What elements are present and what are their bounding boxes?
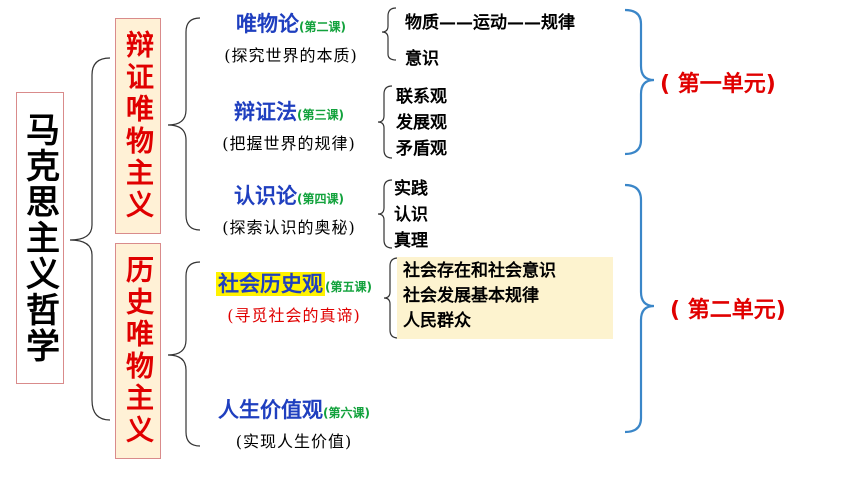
topic-materialism: 唯物论(第二课) (探究世界的本质) xyxy=(198,8,384,66)
unit2-brace xyxy=(624,183,655,434)
lesson-label: (第五课) xyxy=(325,280,372,294)
topic-subtitle: (探究世界的本质) xyxy=(224,46,358,65)
root-label: 马克思主义哲学 xyxy=(19,112,60,364)
unit1-brace xyxy=(624,8,655,156)
topic-subtitle: (实现人生价值) xyxy=(235,432,353,451)
topic-social-history: 社会历史观(第五课) (寻觅社会的真谛) xyxy=(196,268,392,326)
topic3-item: 实践 xyxy=(394,179,428,199)
branch-label: 历史唯物主义 xyxy=(122,255,155,447)
topic2-item: 联系观 xyxy=(396,87,447,107)
lesson-label: (第三课) xyxy=(297,108,344,122)
topic-title: 社会历史观 xyxy=(216,272,325,296)
branch-historical-materialism: 历史唯物主义 xyxy=(115,243,161,459)
topic-title: 认识论 xyxy=(234,184,297,208)
topic4-item: 人民群众 xyxy=(403,311,471,331)
topic3-brace xyxy=(377,179,393,249)
topic1-brace xyxy=(381,7,397,61)
topic1-item: 意识 xyxy=(405,49,439,69)
topic-dialectics: 辩证法(第三课) (把握世界的规律) xyxy=(196,96,382,154)
topic-subtitle: (寻觅社会的真谛) xyxy=(227,306,361,325)
topic4-item: 社会存在和社会意识 xyxy=(403,261,556,281)
branch-label: 辩证唯物主义 xyxy=(122,30,155,222)
topic-title: 辩证法 xyxy=(234,100,297,124)
topic-epistemology: 认识论(第四课) (探索认识的奥秘) xyxy=(196,180,382,238)
lesson-label: (第六课) xyxy=(323,406,370,420)
unit-two-label: ( 第二单元) xyxy=(670,298,786,323)
unit-one-label: ( 第一单元) xyxy=(660,72,776,97)
topic3-items: 实践 认识 真理 xyxy=(394,176,428,254)
topic2-item: 发展观 xyxy=(396,113,447,133)
topic4-item: 社会发展基本规律 xyxy=(403,286,539,306)
topic-title: 人生价值观 xyxy=(218,398,323,422)
topic-subtitle: (把握世界的规律) xyxy=(222,134,356,153)
root-bracket xyxy=(69,57,111,421)
topic1-item: 物质——运动——规律 xyxy=(405,13,575,33)
lesson-label: (第二课) xyxy=(299,20,346,34)
branch-dialectical-materialism: 辩证唯物主义 xyxy=(115,18,161,234)
branch1-bracket xyxy=(167,17,201,231)
topic3-item: 真理 xyxy=(394,231,428,251)
topic2-brace xyxy=(377,85,393,159)
topic-title: 唯物论 xyxy=(236,12,299,36)
topic4-brace xyxy=(383,257,399,339)
topic2-item: 矛盾观 xyxy=(396,139,447,159)
topic-life-values: 人生价值观(第六课) (实现人生价值) xyxy=(196,394,392,452)
root-node: 马克思主义哲学 xyxy=(16,92,64,384)
branch2-bracket xyxy=(167,261,201,447)
topic3-item: 认识 xyxy=(394,205,428,225)
topic2-items: 联系观 发展观 矛盾观 xyxy=(396,84,447,162)
lesson-label: (第四课) xyxy=(297,192,344,206)
topic-subtitle: (探索认识的奥秘) xyxy=(222,218,356,237)
topic4-items: 社会存在和社会意识 社会发展基本规律 人民群众 xyxy=(397,257,613,339)
